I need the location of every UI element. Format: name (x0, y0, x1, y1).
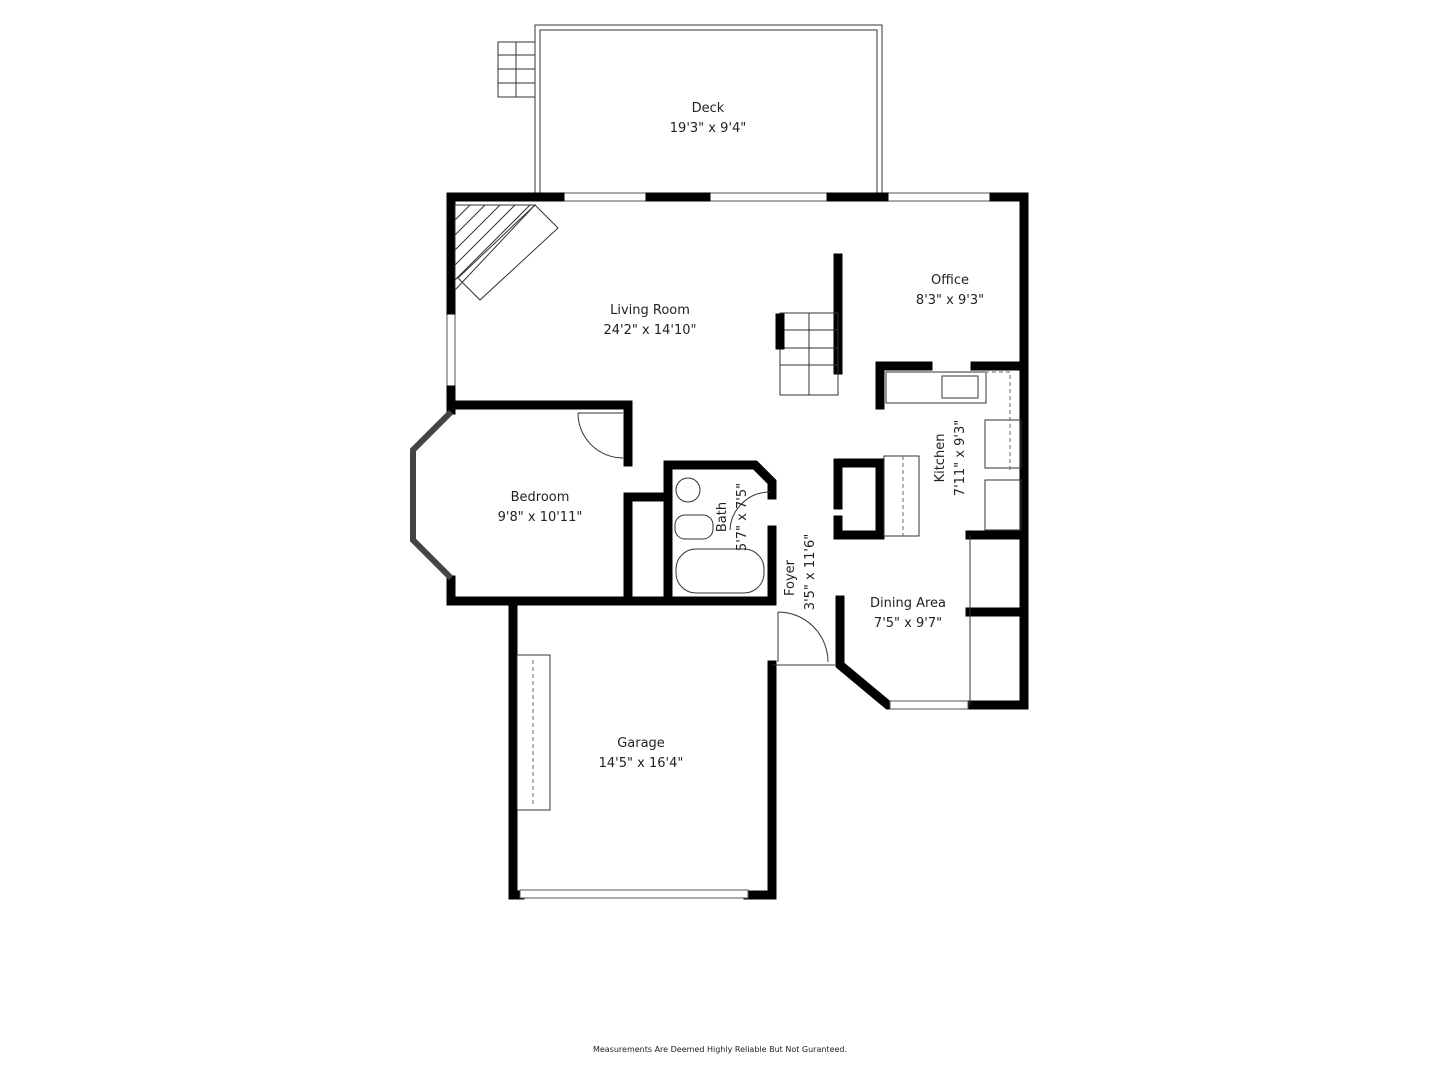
deck (497, 24, 883, 195)
window (446, 309, 456, 391)
office-size: 8'3" x 9'3" (916, 293, 984, 308)
dining-area-size: 7'5" x 9'7" (874, 616, 942, 631)
window (883, 192, 995, 202)
deck-name: Deck (692, 101, 725, 116)
living-room-name: Living Room (610, 303, 690, 318)
sliding-door (705, 192, 832, 202)
bedroom-size: 9'8" x 10'11" (498, 510, 583, 525)
kitchen-size: 7'11" x 9'3" (953, 420, 968, 496)
dining-area-name: Dining Area (870, 596, 946, 611)
office-name: Office (931, 273, 969, 288)
deck-size: 19'3" x 9'4" (670, 121, 746, 136)
living-room-size: 24'2" x 14'10" (604, 323, 697, 338)
bedroom-name: Bedroom (511, 490, 570, 505)
walls (410, 192, 1029, 900)
foyer-name: Foyer (783, 559, 798, 596)
bath-name: Bath (715, 502, 730, 532)
garage-size: 14'5" x 16'4" (599, 756, 684, 771)
window (559, 192, 651, 202)
kitchen-name: Kitchen (933, 434, 948, 483)
disclaimer: Measurements Are Deemed Highly Reliable … (592, 1045, 848, 1054)
room-labels: Deck 19'3" x 9'4" Living Room 24'2" x 14… (498, 101, 984, 771)
bath-size: 5'7" x 7'5" (735, 483, 750, 551)
foyer-size: 3'5" x 11'6" (803, 534, 818, 610)
garage-name: Garage (617, 736, 665, 751)
